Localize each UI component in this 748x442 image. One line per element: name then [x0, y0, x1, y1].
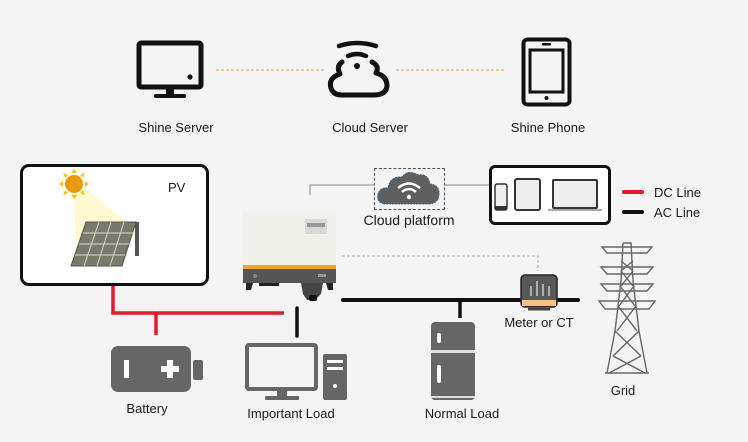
- battery-icon: [111, 346, 203, 392]
- solar-panel-icon: [59, 169, 139, 267]
- ac-line-label: AC Line: [654, 204, 701, 220]
- legend-item-dc: DC Line: [622, 182, 701, 202]
- refrigerator-icon: [431, 322, 475, 400]
- dc-line-label: DC Line: [654, 184, 701, 200]
- ac-line-swatch: [622, 210, 644, 214]
- devices-icons: [494, 178, 602, 211]
- legend-item-ac: AC Line: [622, 202, 701, 222]
- normal-load-label: Normal Load: [424, 406, 500, 421]
- battery-label: Battery: [126, 401, 168, 416]
- tablet-icon: [514, 178, 541, 211]
- tablet-icon: [521, 37, 572, 107]
- inverter-icon: [243, 212, 336, 301]
- dc-line-swatch: [622, 190, 644, 194]
- desktop-computer-icon: [245, 343, 347, 400]
- important-load-label: Important Load: [247, 406, 335, 421]
- cloud-server-label: Cloud Server: [332, 120, 408, 135]
- cloud-wifi-icon: [327, 40, 390, 98]
- monitor-icon: [136, 40, 204, 98]
- sun-icon: [59, 169, 89, 199]
- link-inverter-cloud: [309, 184, 374, 195]
- cloud-wifi-icon: [377, 171, 440, 205]
- shine-server-label: Shine Server: [138, 120, 214, 135]
- link-inverter-meter: [342, 255, 539, 271]
- phone-icon: [494, 183, 508, 211]
- meter-label: Meter or CT: [504, 315, 574, 330]
- grid-label: Grid: [610, 383, 636, 398]
- pv-label: PV: [168, 180, 186, 195]
- laptop-icon: [548, 179, 602, 211]
- meter-icon: [520, 274, 558, 311]
- cloud-platform-label: Cloud platform: [363, 212, 455, 228]
- dc-line-pv-battery: [111, 284, 284, 315]
- legend: DC Line AC Line: [622, 182, 701, 222]
- cloud-platform-frame: [374, 168, 445, 210]
- shine-phone-label: Shine Phone: [510, 120, 586, 135]
- transmission-tower-icon: [597, 242, 657, 374]
